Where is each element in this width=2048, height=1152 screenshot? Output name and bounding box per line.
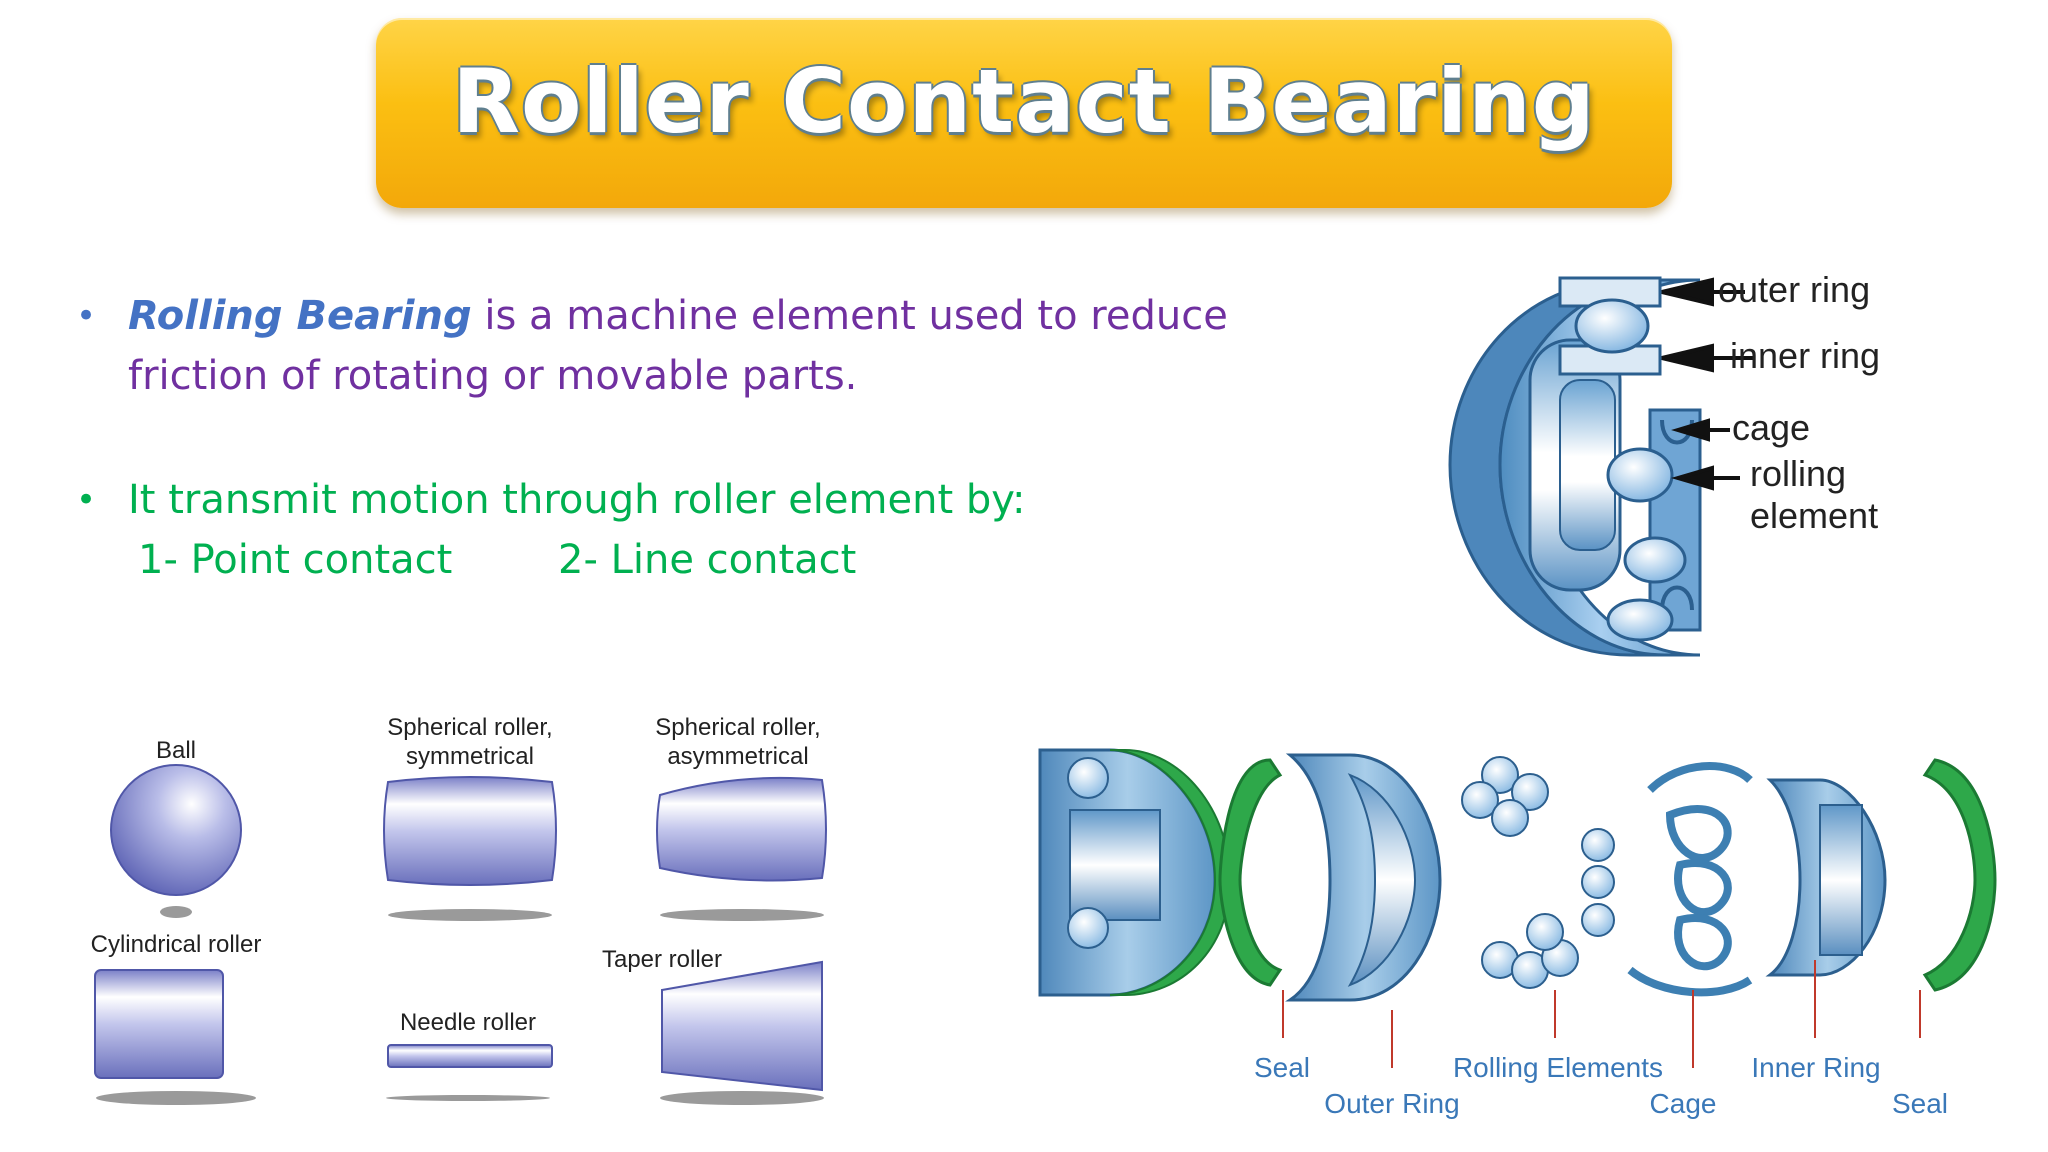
label-element: element — [1750, 495, 1878, 536]
bullet-dot-icon: • — [76, 296, 97, 336]
bullet-definition: • Rolling Bearing is a machine element u… — [76, 286, 1268, 406]
term-rolling-bearing: Rolling Bearing — [128, 293, 472, 339]
cylindrical-roller: Cylindrical roller — [91, 931, 262, 1105]
bullet-transmission: • It transmit motion through roller elem… — [76, 470, 1268, 590]
exploded-bearing-diagram: Seal Outer Ring Rolling Elements Cage In… — [1030, 720, 2030, 1145]
label-rolling: rolling — [1750, 453, 1846, 494]
label-spherical-asym-1: Spherical roller, — [655, 714, 820, 741]
label-spherical-asym-2: asymmetrical — [667, 743, 808, 770]
assembled-bearing — [1038, 748, 1232, 997]
label-cage-exploded: Cage — [1650, 1088, 1717, 1119]
label-seal-left: Seal — [1254, 1052, 1310, 1083]
label-ball: Ball — [156, 737, 196, 764]
needle-roller: Needle roller — [386, 1009, 553, 1101]
rolling-elements-part — [1461, 756, 1615, 989]
title-banner: Roller Contact Bearing — [376, 18, 1672, 208]
spherical-symmetrical-roller: Spherical roller, symmetrical — [383, 714, 557, 921]
bearing-cross-section-diagram: outer ring inner ring cage rolling eleme… — [1400, 260, 2000, 675]
spherical-asymmetrical-roller: Spherical roller, asymmetrical — [655, 714, 827, 921]
outer-ring-part — [1285, 753, 1442, 1002]
callout-arrows — [1661, 277, 1755, 491]
bullet-dot-icon: • — [76, 480, 97, 520]
taper-roller: Taper roller — [602, 946, 824, 1105]
label-outer-ring-exploded: Outer Ring — [1324, 1088, 1459, 1119]
leader-lines — [1282, 960, 1921, 1068]
label-seal-right: Seal — [1892, 1088, 1948, 1119]
seal-left-part — [1218, 758, 1283, 987]
line-contact-text: 2- Line contact — [558, 537, 857, 583]
slide-title: Roller Contact Bearing — [452, 50, 1596, 153]
label-cage: cage — [1732, 407, 1810, 448]
label-spherical-sym-2: symmetrical — [406, 743, 534, 770]
bearing-drawing — [1448, 276, 1702, 657]
label-outer-ring: outer ring — [1718, 269, 1870, 310]
definition-text-line2: friction of rotating or movable parts. — [128, 353, 858, 399]
label-needle: Needle roller — [400, 1009, 536, 1036]
cage-part — [1627, 762, 1753, 997]
label-rolling-elements: Rolling Elements — [1453, 1052, 1663, 1083]
transmission-text: It transmit motion through roller elemen… — [128, 477, 1026, 523]
label-cylindrical: Cylindrical roller — [91, 931, 262, 958]
roller-types-chart: Ball Spherical roller, symmetrical Spher… — [70, 700, 850, 1125]
point-contact-text: 1- Point contact — [138, 537, 453, 583]
inner-ring-part — [1765, 778, 1887, 977]
seal-right-part — [1922, 758, 1997, 992]
label-inner-ring-exploded: Inner Ring — [1751, 1052, 1880, 1083]
label-taper: Taper roller — [602, 946, 722, 973]
definition-text: is a machine element used to reduce — [471, 293, 1228, 339]
label-inner-ring: inner ring — [1730, 335, 1880, 376]
label-spherical-sym-1: Spherical roller, — [387, 714, 552, 741]
ball-roller: Ball — [110, 737, 242, 918]
